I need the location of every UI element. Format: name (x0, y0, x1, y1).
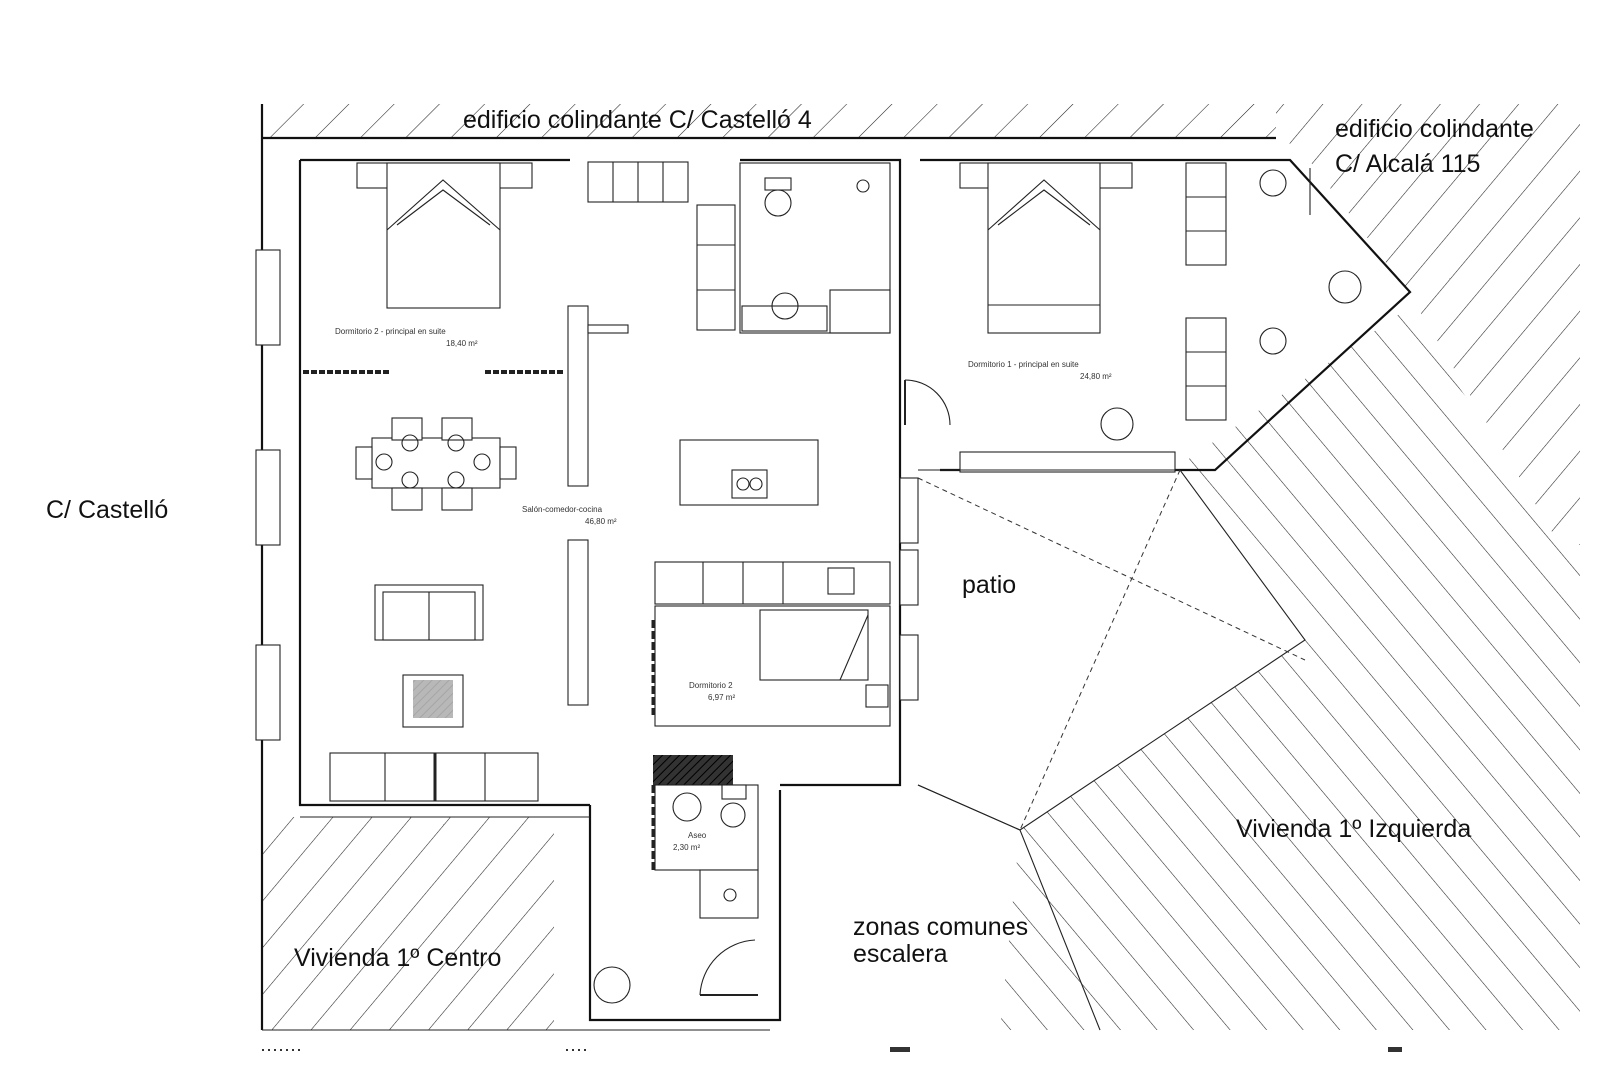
sofa (374, 584, 484, 641)
label-flat-centre: Vivienda 1º Centro (294, 944, 501, 972)
label-flat-left: Vivienda 1º Izquierda (1236, 815, 1471, 843)
room-name-bedroom-small: Dormitorio 2 (689, 681, 733, 690)
bed-left (356, 162, 533, 309)
room-area-bedroom-main-left: 18,40 m² (446, 339, 478, 348)
room-name-bedroom-main-left: Dormitorio 2 - principal en suite (335, 327, 446, 336)
kitchen-counter (654, 561, 891, 605)
wardrobe-right (1185, 162, 1227, 421)
room-area-living: 46,80 m² (585, 517, 617, 526)
door-right-bedroom (904, 379, 951, 426)
scale-marks (262, 1047, 1402, 1052)
room-area-bedroom-small: 6,97 m² (708, 693, 735, 702)
wardrobe-top (587, 161, 689, 203)
label-north-neighbor: edificio colindante C/ Castelló 4 (463, 106, 812, 134)
partition-left (567, 305, 629, 706)
label-west-street: C/ Castelló (46, 496, 168, 524)
room-name-toilet: Aseo (688, 831, 707, 840)
neighbor-flat-left (1000, 310, 1580, 1030)
bathroom-right (1100, 168, 1362, 441)
dining-table (355, 417, 517, 511)
neighbor-flat-centre (262, 817, 554, 1030)
bathroom-left (739, 162, 891, 334)
room-area-bedroom-main-right: 24,80 m² (1080, 372, 1112, 381)
label-ne-neighbor-line1: edificio colindante (1335, 115, 1534, 143)
entrance-door (593, 939, 758, 1004)
label-common-line1: zonas comunes (853, 913, 1028, 941)
room-area-toilet: 2,30 m² (673, 843, 700, 852)
neighbor-building-north (262, 104, 1276, 140)
bed-right (959, 162, 1133, 334)
kitchen-island (679, 439, 819, 506)
label-ne-neighbor-line2: C/ Alcalá 115 (1335, 150, 1480, 178)
small-bedroom (651, 605, 891, 727)
common-area-outline (917, 784, 1101, 1031)
wardrobe-bath (696, 204, 736, 331)
bench (329, 752, 539, 802)
label-patio: patio (962, 571, 1016, 599)
label-common-line2: escalera (853, 940, 948, 968)
patio-windows (899, 451, 1176, 701)
neighbor-building-northeast (1276, 104, 1580, 545)
room-name-bedroom-main-right: Dormitorio 1 - principal en suite (968, 360, 1079, 369)
room-name-living: Salón-comedor-cocina (522, 505, 603, 514)
toilet (651, 755, 759, 919)
coffee-table (402, 674, 464, 728)
west-windows (255, 249, 281, 741)
